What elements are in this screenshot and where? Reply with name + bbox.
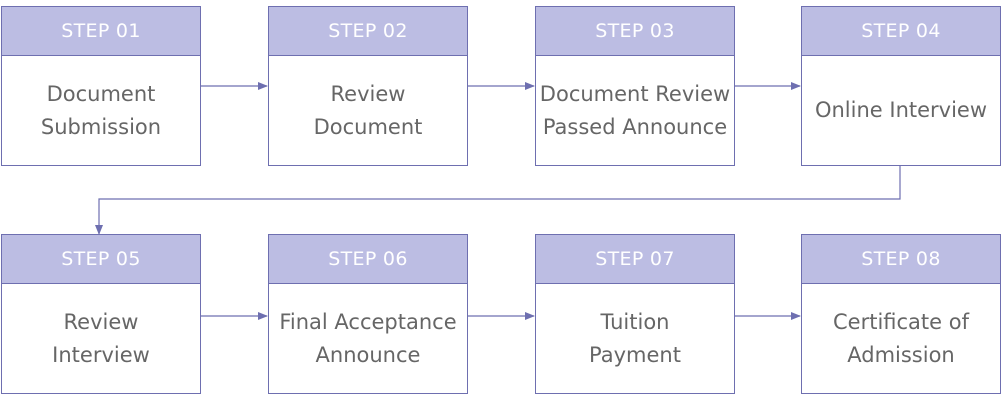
step-02-header: STEP 02 <box>269 7 467 56</box>
step-04-text: Online Interview <box>814 98 988 122</box>
step-07-text: Tuition Payment <box>589 309 681 367</box>
step-04-header: STEP 04 <box>802 7 1000 56</box>
step-08-text: Certificate of Admission <box>833 309 969 367</box>
step-06-header: STEP 06 <box>269 235 467 284</box>
step-07-header: STEP 07 <box>536 235 734 284</box>
step-04-box: STEP 04 Online Interview <box>801 6 1001 166</box>
step-06-box: STEP 06 Final Acceptance Announce <box>268 234 468 394</box>
step-01-header: STEP 01 <box>2 7 200 56</box>
step-03-header: STEP 03 <box>536 7 734 56</box>
step-05-text: Review Interview <box>52 309 150 367</box>
step-08-box: STEP 08 Certificate of Admission <box>801 234 1001 394</box>
step-02-box: STEP 02 Review Document <box>268 6 468 166</box>
step-03-box: STEP 03 Document Review Passed Announce <box>535 6 735 166</box>
step-05-box: STEP 05 Review Interview <box>1 234 201 394</box>
step-03-text: Document Review Passed Announce <box>539 81 731 139</box>
step-08-header: STEP 08 <box>802 235 1000 284</box>
arrow-step-04-to-05 <box>95 166 901 235</box>
step-02-text: Review Document <box>313 81 423 139</box>
step-07-box: STEP 07 Tuition Payment <box>535 234 735 394</box>
step-05-header: STEP 05 <box>2 235 200 284</box>
step-01-box: STEP 01 Document Submission <box>1 6 201 166</box>
step-06-text: Final Acceptance Announce <box>279 309 457 367</box>
step-01-text: Document Submission <box>40 81 162 139</box>
